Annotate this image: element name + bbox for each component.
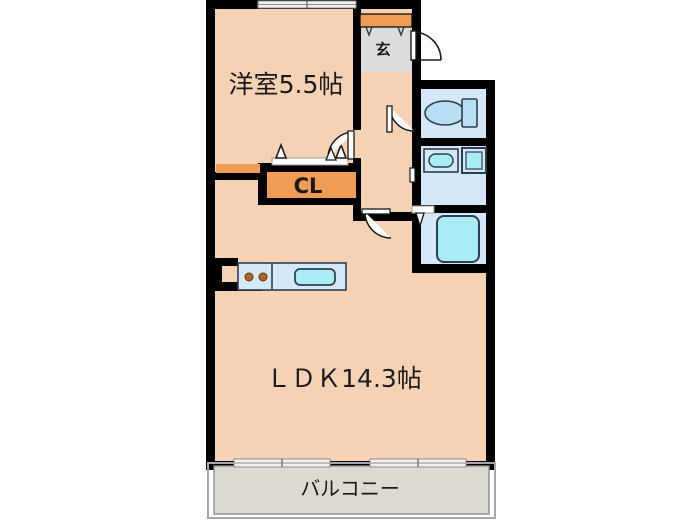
- washbasin-icon: [423, 148, 459, 173]
- closet-door-header: [271, 157, 349, 166]
- balcony-rail: [207, 462, 496, 519]
- balcony-sliding-door-right: [369, 458, 467, 468]
- balcony-label: バルコニー: [300, 477, 400, 501]
- outer-wall-left: [206, 0, 215, 470]
- washroom-door-icon: [386, 105, 415, 133]
- ldk-door-icon: [361, 208, 392, 239]
- wall-bath-bottom: [412, 264, 495, 273]
- bathroom-door-mark-icon: [415, 212, 425, 229]
- bedroom-window: [257, 0, 357, 9]
- entrance-label: 玄: [375, 41, 390, 59]
- shoe-cabinet-icon: [359, 13, 413, 28]
- wall-toilet-bottom: [412, 138, 495, 146]
- bath-block-top-wall: [412, 80, 495, 89]
- closet-hanger-right-icon: [334, 142, 348, 159]
- wall-bedroom-hallway-upper: [353, 8, 361, 130]
- bedroom-door-icon: [325, 130, 355, 161]
- bathtub-icon: [436, 215, 480, 263]
- wall-closet-bottom: [258, 197, 361, 205]
- ldk-label: ＬＤＫ14.3帖: [266, 364, 422, 393]
- kitchen-sink-icon: [294, 268, 336, 286]
- ldk-right-floor: [420, 272, 486, 464]
- wall-hallway-bottom: [353, 212, 421, 221]
- washroom-access-mark: [409, 167, 416, 183]
- bedroom-label: 洋室5.5帖: [229, 70, 344, 99]
- toilet-fixture-icon: [424, 98, 478, 128]
- closet-sill-left: [216, 164, 260, 173]
- wall-bath-block-left: [412, 88, 421, 272]
- closet-body: [267, 172, 356, 198]
- washing-machine-pan-icon: [461, 147, 487, 174]
- closet-hanger-left-icon: [274, 142, 288, 159]
- two-burner-stove-icon: [244, 272, 268, 282]
- closet-label: CL: [294, 174, 323, 198]
- wall-bedroom-south-left: [214, 172, 264, 180]
- wall-closet-left: [258, 163, 267, 205]
- balcony-floor: [213, 465, 490, 515]
- wall-kitchen-stub-top: [214, 258, 238, 266]
- outer-wall-right: [486, 80, 495, 470]
- balcony-sliding-door-left: [233, 458, 331, 468]
- wall-bedroom-hallway-lower: [353, 158, 361, 220]
- wall-washroom-bottom: [412, 205, 495, 213]
- entrance-step-mark-left: [365, 26, 373, 37]
- wall-bedroom-south: [258, 163, 361, 172]
- entrance-door-icon: [410, 30, 442, 61]
- entrance-step-mark-right: [397, 26, 405, 37]
- bathroom-door-header: [411, 205, 435, 214]
- wall-kitchen-stub-left: [214, 258, 222, 290]
